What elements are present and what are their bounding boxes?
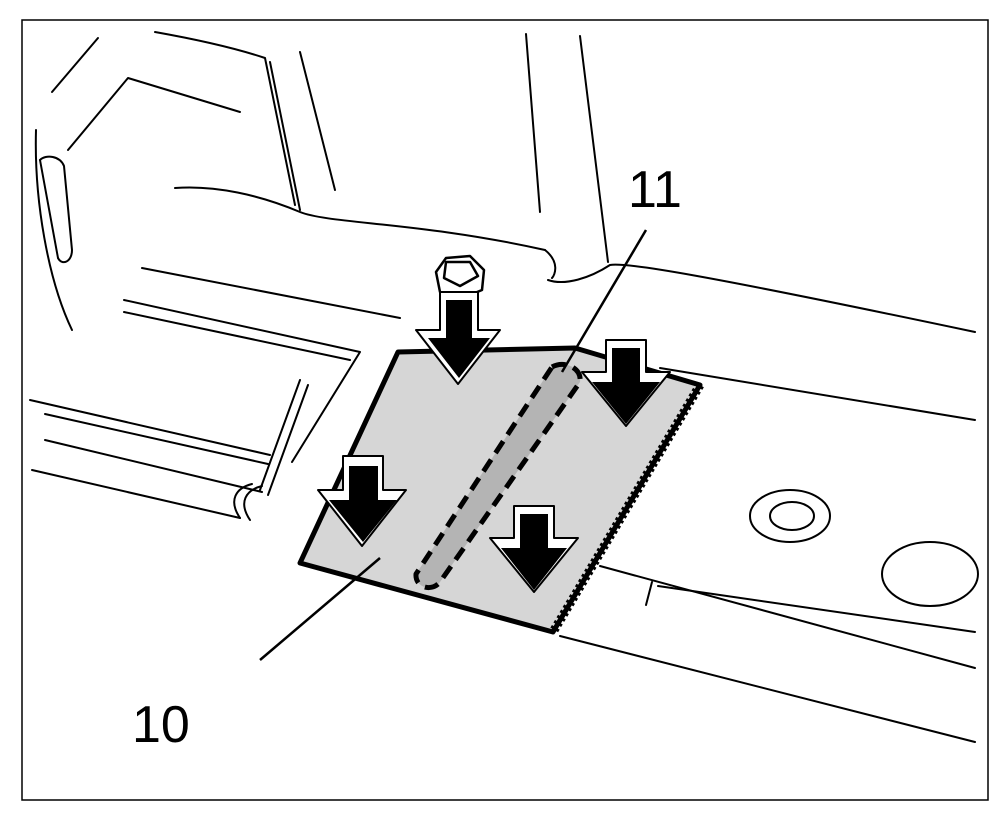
callout-label-11: 11	[628, 161, 682, 219]
diagram-frame	[21, 19, 989, 801]
down-arrow-icon	[317, 455, 407, 547]
down-arrow-icon	[581, 339, 671, 427]
down-arrow-icon	[489, 505, 579, 593]
down-arrow-icon	[415, 291, 501, 385]
hex-bolt-icon	[434, 254, 486, 302]
callout-label-10: 10	[132, 696, 190, 754]
vehicle-body-lines	[29, 31, 976, 743]
leader-line-10	[259, 557, 381, 661]
floor-holes	[749, 489, 979, 607]
press-arrows	[317, 291, 671, 593]
leader-lines	[259, 229, 648, 661]
leader-line-11	[560, 229, 648, 373]
